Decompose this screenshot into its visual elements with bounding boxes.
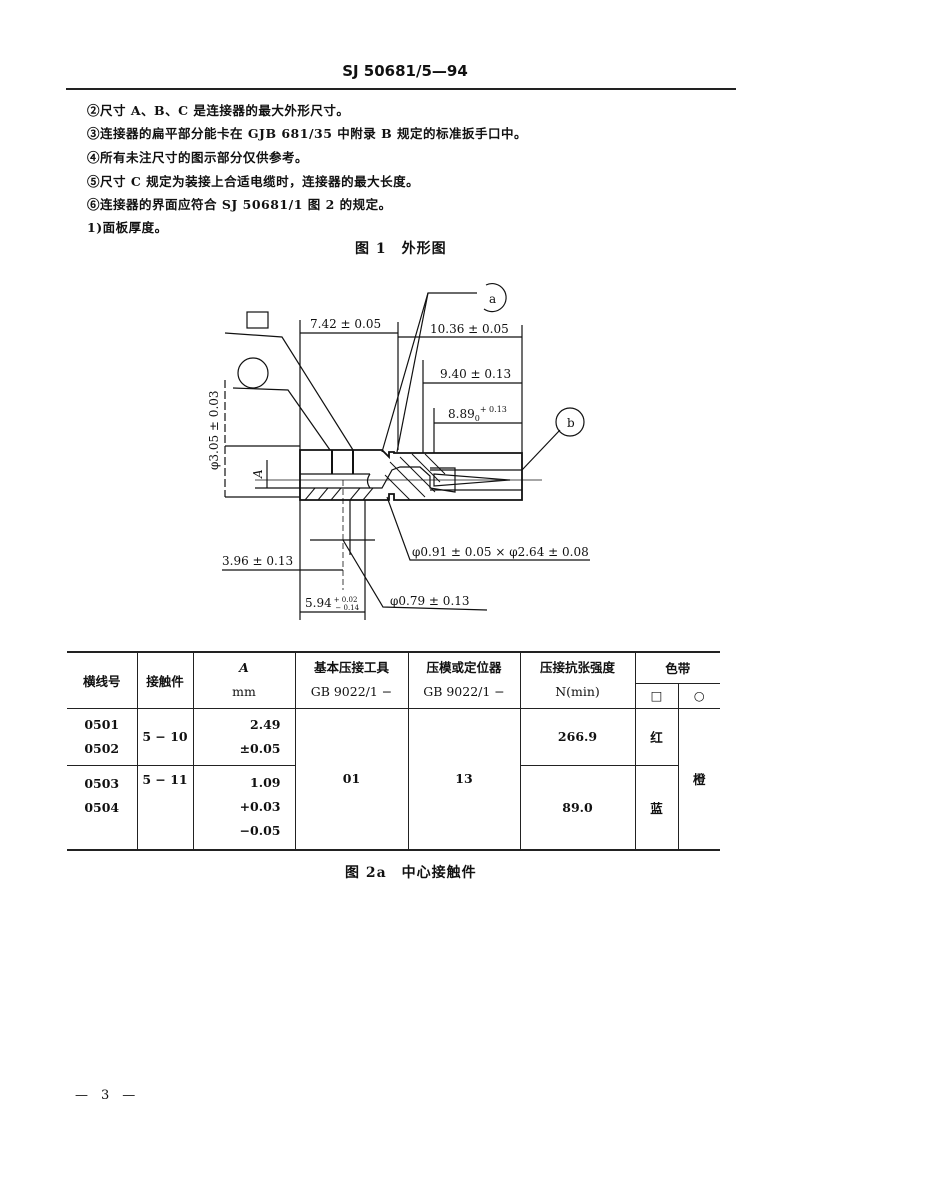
strength-cell: 89.0 bbox=[519, 765, 636, 851]
dim-5-94: 5.94+ 0.02− 0.14 bbox=[305, 596, 360, 612]
circle-symbol bbox=[237, 357, 269, 389]
dim-diameter-0-91: φ0.91 ± 0.05 × φ2.64 ± 0.08 bbox=[412, 545, 589, 559]
header-band-circle: ○ bbox=[677, 683, 720, 709]
square-color-cell: 蓝 bbox=[634, 765, 679, 851]
note-5: ⑤尺寸 C 规定为装接上合适电缆时，连接器的最大长度。 bbox=[87, 174, 420, 189]
header-color-band: 色带 bbox=[634, 651, 720, 684]
contact-cell: 5 − 10 bbox=[136, 708, 194, 766]
a-cell: 2.49±0.05 bbox=[192, 708, 296, 766]
circle-color-cell: 橙 bbox=[677, 708, 720, 851]
header-part: 横线号 bbox=[67, 651, 138, 709]
callout-a: a bbox=[489, 292, 496, 306]
header-rule bbox=[66, 88, 736, 90]
dim-7-42: 7.42 ± 0.05 bbox=[310, 317, 381, 331]
tool-cell: 01 bbox=[294, 708, 409, 851]
header-contact: 接触件 bbox=[136, 651, 194, 709]
note-4: ④所有未注尺寸的图示部分仅供参考。 bbox=[87, 150, 309, 165]
note-6: ⑥连接器的界面应符合 SJ 50681/1 图 2 的规定。 bbox=[87, 197, 392, 212]
square-color-cell: 红 bbox=[634, 708, 679, 766]
connector-body bbox=[299, 449, 523, 501]
callout-b-circle bbox=[555, 407, 585, 437]
callout-a-circle bbox=[483, 282, 507, 313]
note-3: ③连接器的扁平部分能卡在 GJB 681/35 中附录 B 规定的标准扳手口中。 bbox=[87, 126, 528, 141]
document-number: SJ 50681/5—94 bbox=[342, 62, 468, 80]
dim-10-36: 10.36 ± 0.05 bbox=[430, 322, 509, 336]
dim-9-40: 9.40 ± 0.13 bbox=[440, 367, 511, 381]
figure2a-caption: 图 2a 中心接触件 bbox=[345, 865, 477, 881]
contact-cell: 5 − 11 bbox=[136, 765, 194, 851]
header-band-square: □ bbox=[634, 683, 679, 709]
note-2: ②尺寸 A、B、C 是连接器的最大外形尺寸。 bbox=[87, 103, 350, 118]
strength-cell: 266.9 bbox=[519, 708, 636, 766]
dim-a: A bbox=[251, 469, 265, 479]
dim-diameter-0-79: φ0.79 ± 0.13 bbox=[390, 594, 470, 608]
footnote-1: 1)面板厚度。 bbox=[87, 220, 168, 235]
square-symbol bbox=[246, 311, 269, 329]
outline-drawing: 7.42 ± 0.05 10.36 ± 0.05 9.40 ± 0.13 8.8… bbox=[207, 282, 590, 620]
a-cell: 1.09+0.03−0.05 bbox=[192, 765, 296, 851]
dim-diameter-3-05: φ3.05 ± 0.03 bbox=[207, 390, 221, 470]
dim-3-96: 3.96 ± 0.13 bbox=[222, 554, 293, 568]
die-cell: 13 bbox=[407, 708, 521, 851]
figure1-caption: 图 1 外形图 bbox=[355, 241, 447, 257]
callout-b: b bbox=[567, 416, 575, 430]
dim-8-89: 8.890+ 0.13 bbox=[448, 405, 507, 423]
page-number: — 3 — bbox=[75, 1088, 136, 1103]
